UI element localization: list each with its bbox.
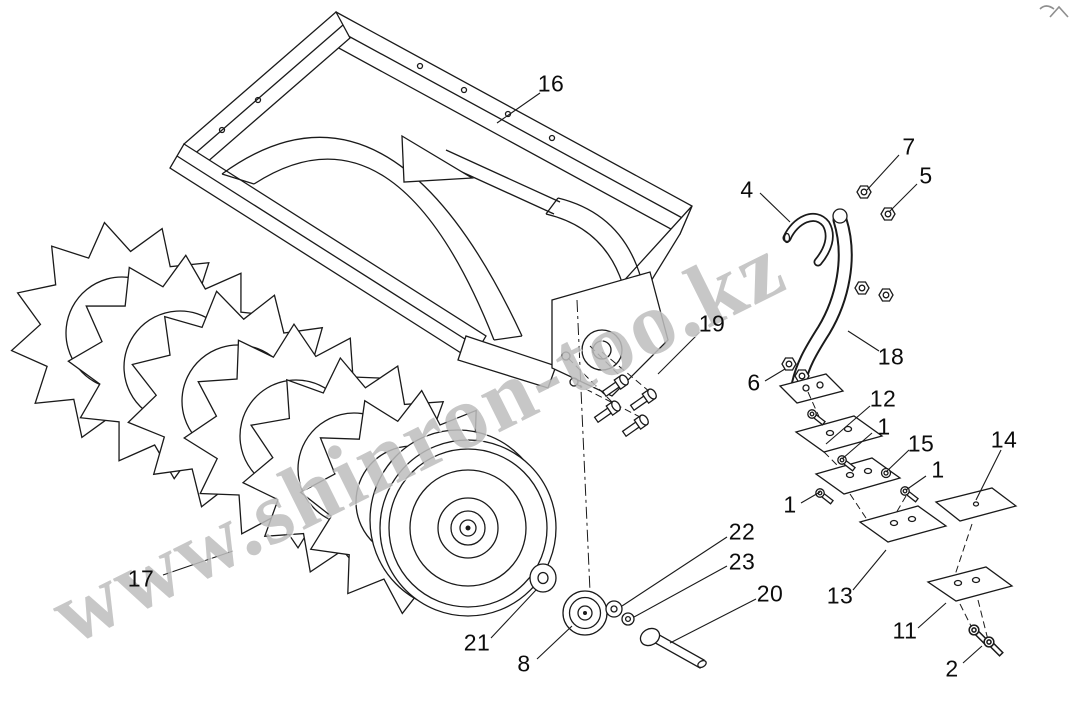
frame-dashed-axes (567, 299, 651, 615)
part-label-8: 8 (517, 650, 531, 677)
carrier-frame (169, 10, 693, 397)
part-label-6: 6 (747, 369, 761, 396)
part-label-20: 20 (756, 580, 784, 607)
part-label-1a: 1 (877, 413, 891, 440)
screws-1-15 (805, 407, 921, 507)
scraper-dashed-axes (807, 391, 989, 641)
part-label-11: 11 (892, 617, 918, 644)
part-label-12: 12 (869, 385, 897, 412)
press-wheel (369, 429, 557, 617)
scraper-foot-plate (778, 373, 845, 404)
scraper-plate-11 (926, 566, 1014, 602)
part-label-23: 23 (728, 548, 756, 575)
part-label-17: 17 (127, 565, 155, 592)
part-label-5: 5 (919, 162, 933, 189)
part-label-22: 22 (728, 518, 756, 545)
bearing-8 (562, 590, 608, 636)
part-label-21: 21 (463, 629, 491, 656)
scraper-plate-14 (934, 487, 1018, 522)
scraper-plate-12 (794, 415, 884, 453)
scraper-arm-18 (790, 208, 853, 394)
bolts-2 (966, 622, 1006, 659)
part-label-1b: 1 (931, 456, 945, 483)
scraper-plate-13 (858, 505, 948, 543)
part-label-2: 2 (945, 655, 959, 682)
washer-23 (621, 612, 635, 626)
part-label-14: 14 (990, 426, 1018, 453)
part-label-13: 13 (826, 582, 854, 609)
part-label-4: 4 (740, 176, 754, 203)
washer-21 (529, 563, 557, 593)
part-label-1c: 1 (783, 491, 797, 518)
part-label-7: 7 (902, 133, 916, 160)
washer-22 (605, 600, 623, 618)
axle-bolt-20 (639, 627, 707, 669)
scraper-pipe-4 (782, 213, 834, 267)
leader-lines (162, 92, 1002, 664)
part-label-18: 18 (877, 343, 905, 370)
part-label-15: 15 (907, 430, 935, 457)
corner-mark-icon (1039, 5, 1069, 18)
scraper-plate-middle (814, 457, 902, 495)
part-label-19: 19 (698, 310, 726, 337)
part-label-16: 16 (537, 70, 565, 97)
